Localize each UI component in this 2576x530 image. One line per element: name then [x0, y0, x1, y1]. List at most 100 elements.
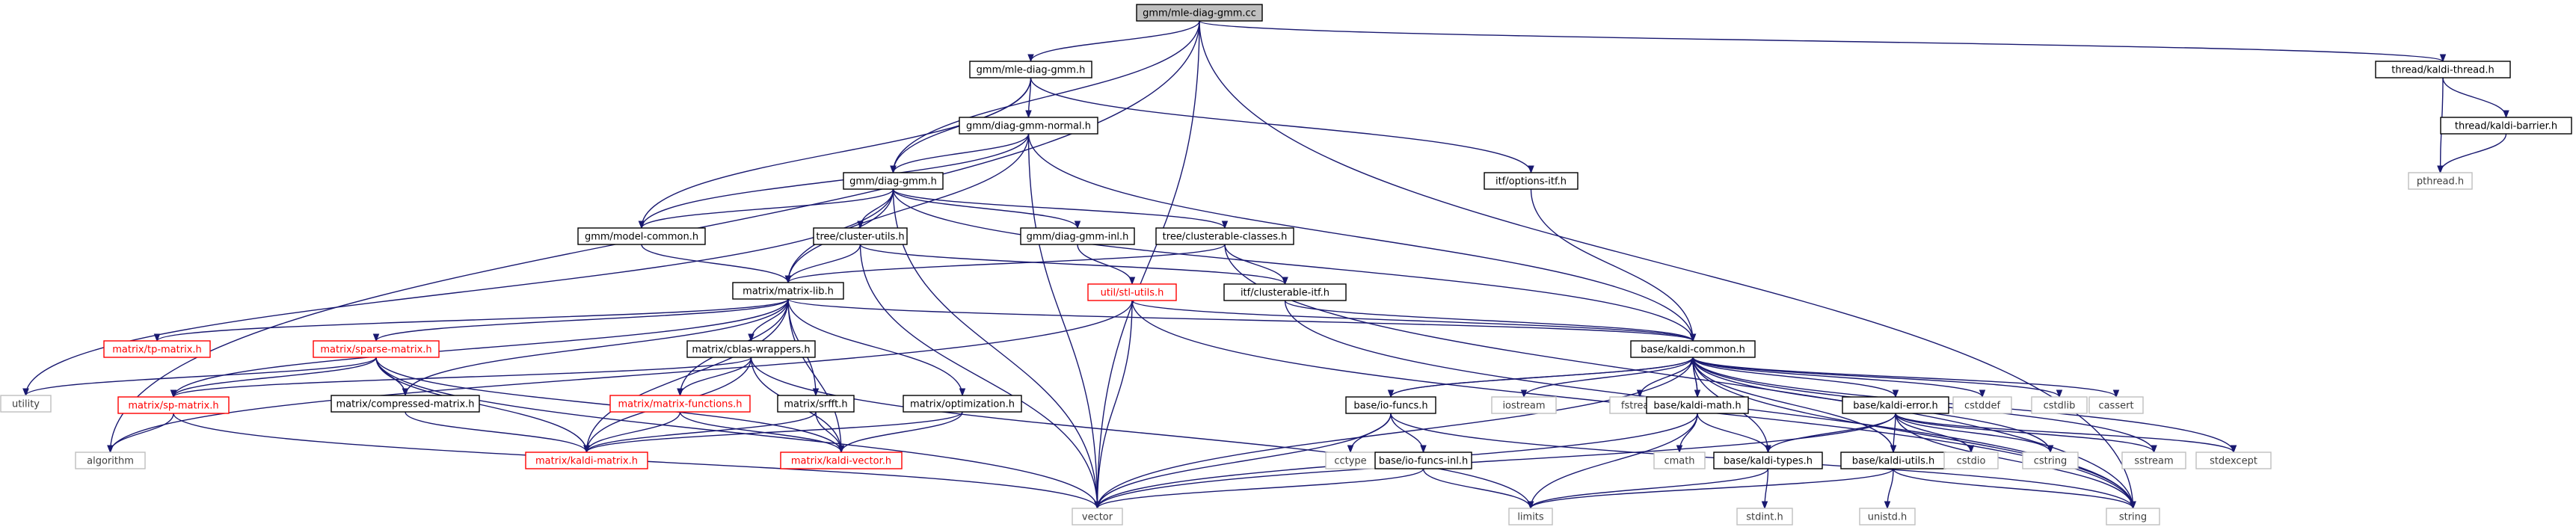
node-label: sstream — [2134, 456, 2173, 467]
node-kthread[interactable]: thread/kaldi-thread.h — [2375, 61, 2511, 78]
edge-line — [679, 411, 842, 453]
node-box — [2375, 61, 2511, 78]
node-clitf[interactable]: itf/clusterable-itf.h — [1223, 283, 1347, 301]
edge-line — [787, 298, 1694, 342]
edge-arrowhead — [1892, 389, 1899, 398]
node-label: stdexcept — [2210, 456, 2257, 467]
node-vector: vector — [1072, 508, 1123, 526]
node-box — [1345, 396, 1436, 414]
node-modelc[interactable]: gmm/model-common.h — [577, 227, 706, 245]
node-kerror[interactable]: base/kaldi-error.h — [1842, 396, 1949, 414]
node-mlib[interactable]: matrix/matrix-lib.h — [732, 282, 844, 300]
node-compm[interactable]: matrix/compressed-matrix.h — [331, 395, 480, 413]
edge-arrowhead — [1025, 110, 1032, 119]
edge-arrowhead — [1420, 445, 1427, 454]
node-label: itf/clusterable-itf.h — [1241, 288, 1330, 299]
edge-arrowhead — [2112, 389, 2120, 398]
node-label: vector — [1082, 512, 1113, 523]
node-cctype: cctype — [1325, 452, 1376, 469]
edge-arrowhead — [638, 221, 645, 229]
edge-line — [1096, 468, 1424, 509]
node-dgn[interactable]: gmm/diag-gmm-normal.h — [959, 117, 1098, 135]
node-box — [609, 395, 751, 413]
node-ktypes[interactable]: base/kaldi-types.h — [1713, 452, 1823, 469]
edge-compm-to-kmatrix — [405, 411, 590, 454]
edge-ioinl-to-limits — [1422, 468, 1534, 510]
edge-dgmm-to-modelc — [638, 188, 894, 229]
edge-line — [1692, 357, 1896, 398]
node-box — [1491, 396, 1557, 414]
node-label: gmm/diag-gmm-normal.h — [966, 121, 1091, 132]
node-kmath[interactable]: base/kaldi-math.h — [1646, 396, 1749, 414]
node-tpm[interactable]: matrix/tp-matrix.h — [103, 340, 211, 358]
node-kmatrix[interactable]: matrix/kaldi-matrix.h — [525, 452, 648, 469]
edge-dgn-to-vector — [1027, 133, 1101, 510]
edge-root-to-vector — [1094, 20, 1200, 510]
edge-line — [892, 188, 1694, 342]
node-cblas[interactable]: matrix/cblas-wrappers.h — [686, 340, 816, 358]
edge-arrowhead — [1094, 501, 1101, 510]
node-label: gmm/mle-diag-gmm.h — [977, 65, 1086, 76]
edge-iofuncs-to-cctype — [1347, 413, 1392, 454]
edge-line — [1284, 300, 1694, 342]
edge-line — [840, 411, 963, 453]
node-mle_h[interactable]: gmm/mle-diag-gmm.h — [969, 61, 1092, 78]
node-box — [1736, 508, 1793, 526]
edge-line — [2442, 77, 2507, 118]
node-label: base/kaldi-error.h — [1853, 401, 1937, 412]
node-kutils[interactable]: base/kaldi-utils.h — [1840, 452, 1946, 469]
node-clclasses[interactable]: tree/clusterable-classes.h — [1155, 227, 1294, 245]
node-label: gmm/diag-gmm.h — [849, 176, 937, 188]
node-pthread: pthread.h — [2408, 172, 2473, 190]
node-label: base/kaldi-types.h — [1724, 456, 1813, 467]
edge-spm-to-spmat — [170, 357, 377, 398]
node-box — [1136, 4, 1263, 22]
node-mfuncs[interactable]: matrix/matrix-functions.h — [609, 395, 751, 413]
node-spmat[interactable]: matrix/sp-matrix.h — [117, 396, 230, 414]
node-optitf[interactable]: itf/options-itf.h — [1484, 172, 1579, 190]
node-box — [117, 396, 230, 414]
edge-line — [1027, 133, 1098, 509]
edge-line — [787, 244, 861, 283]
node-label: cstdio — [1957, 456, 1986, 467]
node-iofuncs[interactable]: base/io-funcs.h — [1345, 396, 1436, 414]
node-spm[interactable]: matrix/sparse-matrix.h — [313, 340, 440, 358]
node-box — [103, 340, 211, 358]
node-label: gmm/model-common.h — [585, 232, 698, 243]
node-dginl[interactable]: gmm/diag-gmm-inl.h — [1020, 227, 1135, 245]
node-box — [525, 452, 648, 469]
edge-kutils-to-limits — [1527, 468, 1894, 510]
node-kbarrier[interactable]: thread/kaldi-barrier.h — [2440, 117, 2572, 135]
node-box — [1484, 172, 1579, 190]
edge-kerror-to-sstream — [1895, 413, 2157, 454]
node-dgmm[interactable]: gmm/diag-gmm.h — [843, 172, 944, 190]
edge-arrowhead — [2230, 445, 2237, 454]
edge-line — [1530, 468, 1894, 509]
node-clutils[interactable]: tree/cluster-utils.h — [813, 227, 908, 245]
edge-arrowhead — [890, 165, 897, 174]
edge-line — [1523, 357, 1694, 398]
edge-line — [1030, 77, 1532, 173]
node-label: cstring — [2034, 456, 2067, 467]
node-kcommon[interactable]: base/kaldi-common.h — [1630, 340, 1756, 358]
edge-arrowhead — [1027, 54, 1034, 63]
edge-arrowhead — [583, 445, 590, 454]
node-optim[interactable]: matrix/optimization.h — [903, 395, 1022, 413]
edge-kerror-to-stdexcept — [1895, 413, 2237, 454]
node-root[interactable]: gmm/mle-diag-gmm.cc — [1136, 4, 1263, 22]
edge-mlib-to-kmatrix — [583, 298, 789, 454]
node-stlutils[interactable]: util/stl-utils.h — [1087, 283, 1177, 301]
edge-arrowhead — [2503, 110, 2509, 119]
node-box — [2408, 172, 2473, 190]
node-kvector[interactable]: matrix/kaldi-vector.h — [780, 452, 903, 469]
node-srfft[interactable]: matrix/srfft.h — [777, 395, 855, 413]
edge-kthread-to-kbarrier — [2442, 77, 2509, 119]
edge-line — [641, 77, 1032, 229]
edge-arrowhead — [1761, 501, 1768, 510]
edge-arrowhead — [170, 389, 177, 398]
edge-ioinl-to-vector — [1094, 468, 1424, 510]
edge-clutils-to-mlib — [784, 244, 861, 284]
edge-mle_h-to-optitf — [1030, 77, 1534, 174]
node-ioinl[interactable]: base/io-funcs-inl.h — [1374, 452, 1472, 469]
edge-arrowhead — [2056, 389, 2063, 398]
